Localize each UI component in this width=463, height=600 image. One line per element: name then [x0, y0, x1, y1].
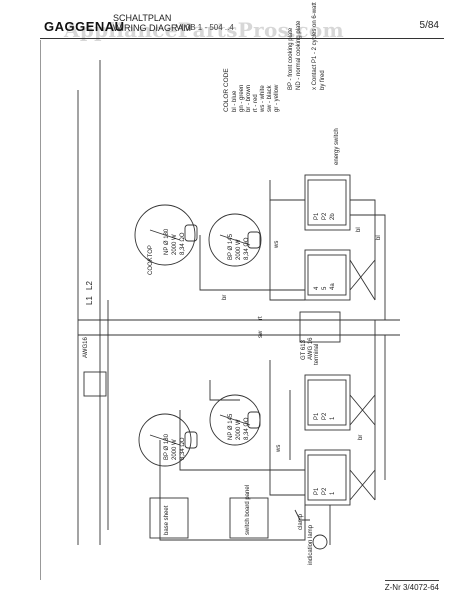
switch-board-panel	[229, 497, 269, 539]
svg-text:4: 4	[314, 286, 320, 290]
plate-label-2: BP Ø 145	[228, 233, 234, 260]
svg-text:bl: bl	[356, 227, 362, 232]
model-ref: VI 0B 1 - 504 ..4	[176, 23, 234, 32]
page-number: 5/84	[419, 20, 439, 31]
terminal-label: terminal	[314, 344, 320, 365]
brand-logo: GAGGENAU	[44, 19, 125, 34]
svg-text:2b: 2b	[330, 213, 336, 220]
cooktop-label: COOKTOP	[148, 245, 154, 275]
header-rule	[40, 38, 444, 39]
svg-text:GT 613: GT 613	[301, 339, 307, 360]
note-contact: x Contact P1 - 2 cycles on 6-watt	[312, 2, 318, 90]
svg-text:8,34 ΩO: 8,34 ΩO	[180, 232, 186, 255]
plate-bp180	[138, 413, 192, 467]
svg-text:4a: 4a	[330, 283, 336, 290]
doc-label-2: WIRING DIAGRAM	[113, 23, 191, 33]
svg-text:AWG 16: AWG 16	[308, 337, 314, 360]
svg-text:sw - black: sw - black	[267, 84, 273, 112]
svg-text:br: br	[222, 295, 228, 300]
footer-ref: Z-Nr 3/4072-64	[384, 580, 439, 592]
indicator-lamp	[312, 534, 328, 550]
clamp-label: clamp	[298, 513, 304, 530]
ground-box	[83, 371, 107, 397]
svg-text:gr - yellow: gr - yellow	[274, 84, 280, 112]
plate-label-3: BP Ø 180	[164, 433, 170, 460]
svg-text:bl: bl	[376, 235, 382, 240]
svg-text:rt: rt	[258, 316, 264, 320]
awg-label: AWG16	[83, 337, 89, 358]
l2-label: L2	[85, 281, 94, 290]
svg-text:gn - green: gn - green	[239, 85, 245, 112]
svg-text:2000 W: 2000 W	[236, 239, 242, 260]
base-sheet	[149, 497, 189, 539]
legend-title: COLOR CODE	[223, 68, 230, 112]
svg-text:P2: P2	[322, 487, 328, 495]
plate-np180	[134, 204, 196, 266]
svg-text:bl - blue: bl - blue	[232, 90, 238, 112]
svg-text:8,34 ΩO: 8,34 ΩO	[244, 417, 250, 440]
svg-text:P1: P1	[314, 412, 320, 420]
svg-text:P1: P1	[314, 487, 320, 495]
plate-label-1: NP Ø 180	[164, 228, 170, 255]
switch-block-1	[304, 174, 351, 231]
svg-text:1: 1	[330, 416, 336, 420]
frame-line	[40, 40, 41, 580]
svg-text:8,34 ΩO: 8,34 ΩO	[244, 237, 250, 260]
svg-text:2000 W: 2000 W	[172, 234, 178, 255]
base-sheet-label: base sheet	[164, 505, 170, 535]
plate-bp145	[208, 213, 262, 267]
svg-text:br: br	[358, 435, 364, 440]
svg-text:rt - red: rt - red	[253, 94, 259, 112]
svg-text:2000 W: 2000 W	[236, 419, 242, 440]
svg-text:1: 1	[330, 491, 336, 495]
svg-text:8,34 ΩO: 8,34 ΩO	[180, 437, 186, 460]
indicator-lamp-label: indication lamp	[308, 524, 314, 565]
l1-label: L1	[85, 296, 94, 305]
switch-board-label: switch board panel	[245, 485, 251, 535]
svg-text:5: 5	[322, 286, 328, 290]
note-nd: ND - normal cooking plate	[296, 20, 302, 90]
svg-text:sw: sw	[258, 330, 264, 338]
svg-text:ws: ws	[276, 445, 282, 453]
switch-block-2	[304, 249, 351, 301]
doc-label-1: SCHALTPLAN	[113, 13, 172, 23]
plate-label-4: NP Ø 145	[228, 413, 234, 440]
switch-block-3	[304, 374, 351, 431]
terminal-block	[299, 311, 341, 343]
energy-switch-label: energy switch	[334, 128, 340, 165]
svg-text:P2: P2	[322, 212, 328, 220]
svg-text:ws: ws	[274, 241, 280, 249]
note-bp: BP - front cooking plate	[288, 27, 294, 90]
svg-text:2000 W: 2000 W	[172, 439, 178, 460]
switch-block-4	[304, 449, 351, 506]
svg-text:ws - white: ws - white	[260, 85, 266, 113]
svg-text:P1: P1	[314, 212, 320, 220]
svg-text:br - brown: br - brown	[246, 85, 252, 112]
svg-text:by fired: by fired	[320, 70, 326, 90]
svg-text:P2: P2	[322, 412, 328, 420]
